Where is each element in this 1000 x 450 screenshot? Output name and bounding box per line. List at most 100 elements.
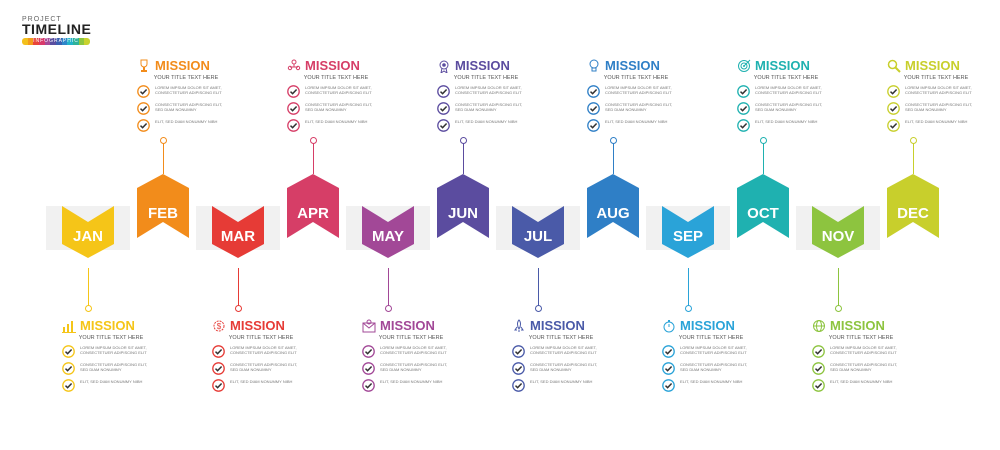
mission-item: ELIT, SED DIAM NONUMMY NIBH (62, 379, 150, 392)
mission-item: CONSECTETUER ADIPISCING ELIT, SED DIAM N… (362, 362, 450, 375)
mission-item: ELIT, SED DIAM NONUMMY NIBH (437, 119, 525, 132)
check-icon (212, 345, 225, 358)
mission-item-text: CONSECTETUER ADIPISCING ELIT, SED DIAM N… (830, 362, 898, 372)
mission-item-text: LOREM IMPSUM DOLOR SIT AMET, CONSECTETUE… (380, 345, 447, 355)
mission-item: ELIT, SED DIAM NONUMMY NIBH (512, 379, 600, 392)
mission-item-text: ELIT, SED DIAM NONUMMY NIBH (530, 379, 593, 384)
mission-item-text: CONSECTETUER ADIPISCING ELIT, SED DIAM N… (305, 102, 373, 112)
mission-title-row: MISSION (362, 318, 450, 334)
rainbow-segment (78, 38, 85, 45)
mission-title-row: MISSION (662, 318, 750, 334)
mission-item: LOREM IMPSUM DOLOR SIT AMET, CONSECTETUE… (212, 345, 300, 358)
check-icon (812, 362, 825, 375)
connector-line (388, 268, 389, 308)
mission-title: MISSION (530, 318, 585, 333)
check-icon (887, 85, 900, 98)
month-label: AUG (596, 205, 630, 222)
check-icon (737, 119, 750, 132)
mission-item-text: CONSECTETUER ADIPISCING ELIT, SED DIAM N… (605, 102, 673, 112)
month-label: FEB (148, 205, 178, 222)
connector-dot (460, 137, 467, 144)
timeline-header: PROJECT TIMELINE INFOGRAPHIC (22, 16, 91, 45)
mission-title: MISSION (755, 58, 810, 73)
chart-icon (62, 319, 76, 333)
mission-subtitle: YOUR TITLE TEXT HERE (453, 75, 519, 81)
connector-dot (835, 305, 842, 312)
header-title: TIMELINE (22, 21, 92, 37)
check-icon (137, 85, 150, 98)
mission-item: ELIT, SED DIAM NONUMMY NIBH (737, 119, 825, 132)
mission-subtitle: YOUR TITLE TEXT HERE (678, 335, 744, 341)
connector-dot (910, 137, 917, 144)
rainbow-segment (27, 38, 34, 45)
rainbow-segment (73, 38, 79, 45)
mission-item-text: ELIT, SED DIAM NONUMMY NIBH (230, 379, 293, 384)
mission-item: CONSECTETUER ADIPISCING ELIT, SED DIAM N… (737, 102, 825, 115)
check-icon (212, 379, 225, 392)
mission-title-row: MISSION (812, 318, 900, 334)
check-icon (662, 379, 675, 392)
mission-title-row: MISSION (137, 58, 225, 74)
check-icon (62, 362, 75, 375)
mission-subtitle: YOUR TITLE TEXT HERE (828, 335, 894, 341)
rainbow-segment (67, 38, 74, 45)
month-flag-mar (212, 206, 264, 258)
check-icon (62, 345, 75, 358)
connector-dot (160, 137, 167, 144)
mission-subtitle: YOUR TITLE TEXT HERE (303, 75, 369, 81)
mission-title-row: MISSION (737, 58, 825, 74)
month-flag-may (362, 206, 414, 258)
connector-line (163, 140, 164, 174)
check-icon (812, 345, 825, 358)
mission-item: LOREM IMPSUM DOLOR SIT AMET, CONSECTETUE… (662, 345, 750, 358)
check-icon (587, 119, 600, 132)
mission-title-row: MISSION (887, 58, 975, 74)
mission-item-text: LOREM IMPSUM DOLOR SIT AMET, CONSECTETUE… (530, 345, 597, 355)
connector-dot (760, 137, 767, 144)
mission-item: LOREM IMPSUM DOLOR SIT AMET, CONSECTETUE… (887, 85, 975, 98)
rainbow-segment (39, 38, 45, 45)
check-icon (287, 102, 300, 115)
check-icon (512, 379, 525, 392)
check-icon (812, 379, 825, 392)
mission-item-text: ELIT, SED DIAM NONUMMY NIBH (605, 119, 668, 124)
month-flag-feb (137, 174, 189, 238)
connector-line (913, 140, 914, 174)
month-flag-apr (287, 174, 339, 238)
mission-item-text: LOREM IMPSUM DOLOR SIT AMET, CONSECTETUE… (755, 85, 822, 95)
mission-subtitle: YOUR TITLE TEXT HERE (153, 75, 219, 81)
mission-title: MISSION (305, 58, 360, 73)
mission-item-text: LOREM IMPSUM DOLOR SIT AMET, CONSECTETUE… (905, 85, 972, 95)
mission-item-text: ELIT, SED DIAM NONUMMY NIBH (305, 119, 368, 124)
mission-title: MISSION (605, 58, 660, 73)
mission-item: LOREM IMPSUM DOLOR SIT AMET, CONSECTETUE… (62, 345, 150, 358)
mission-title-row: MISSION (287, 58, 375, 74)
connector-dot (685, 305, 692, 312)
month-label: MAY (372, 228, 404, 245)
stopwatch-icon (662, 319, 676, 333)
month-label: OCT (747, 205, 779, 222)
mission-item-text: CONSECTETUER ADIPISCING ELIT, SED DIAM N… (905, 102, 973, 112)
mission-item-text: ELIT, SED DIAM NONUMMY NIBH (680, 379, 743, 384)
medal-icon (437, 59, 451, 75)
check-icon (887, 119, 900, 132)
mission-item: ELIT, SED DIAM NONUMMY NIBH (812, 379, 900, 392)
svg-text:$: $ (217, 322, 222, 331)
mission-item: CONSECTETUER ADIPISCING ELIT, SED DIAM N… (812, 362, 900, 375)
mission-item: ELIT, SED DIAM NONUMMY NIBH (587, 119, 675, 132)
mission-title-row: MISSION (437, 58, 525, 75)
mission-item-text: CONSECTETUER ADIPISCING ELIT, SED DIAM N… (155, 102, 223, 112)
rainbow-segment (84, 38, 90, 45)
connector-line (88, 268, 89, 308)
mission-item-text: LOREM IMPSUM DOLOR SIT AMET, CONSECTETUE… (830, 345, 897, 355)
connector-line (313, 140, 314, 174)
target-icon (737, 59, 751, 73)
month-flag-dec (887, 174, 939, 238)
mission-item: LOREM IMPSUM DOLOR SIT AMET, CONSECTETUE… (437, 85, 525, 98)
check-icon (362, 362, 375, 375)
rainbow-segment (61, 38, 68, 45)
mission-item: LOREM IMPSUM DOLOR SIT AMET, CONSECTETUE… (587, 85, 675, 98)
